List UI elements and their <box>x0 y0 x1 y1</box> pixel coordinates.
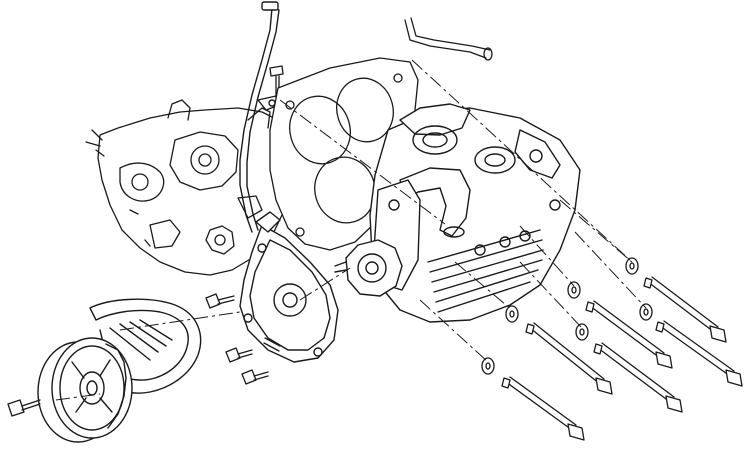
sprocket-bolt <box>7 399 41 417</box>
washer <box>481 357 495 375</box>
head-bolt <box>655 320 743 387</box>
head-bolt <box>525 322 613 395</box>
cylinder-head <box>369 103 581 323</box>
cover-bolt <box>225 347 253 363</box>
cover-bolt <box>205 293 235 309</box>
washer <box>567 281 581 299</box>
head-bolt <box>643 276 727 343</box>
washer <box>505 305 519 323</box>
head-bolt <box>585 300 673 369</box>
cover-stud <box>263 337 281 352</box>
camshaft-sprocket <box>37 337 133 443</box>
head-bolt <box>501 376 585 441</box>
front-pump-housing <box>334 239 403 297</box>
coolant-pipe <box>404 17 493 61</box>
belt-cover-plate <box>239 211 339 363</box>
washer <box>639 303 653 321</box>
bracket-bolt <box>269 65 284 99</box>
cover-bolt <box>241 369 269 385</box>
washer <box>625 257 639 275</box>
head-bolt <box>593 342 683 413</box>
washer <box>575 323 589 341</box>
alignment-lines <box>55 59 647 401</box>
